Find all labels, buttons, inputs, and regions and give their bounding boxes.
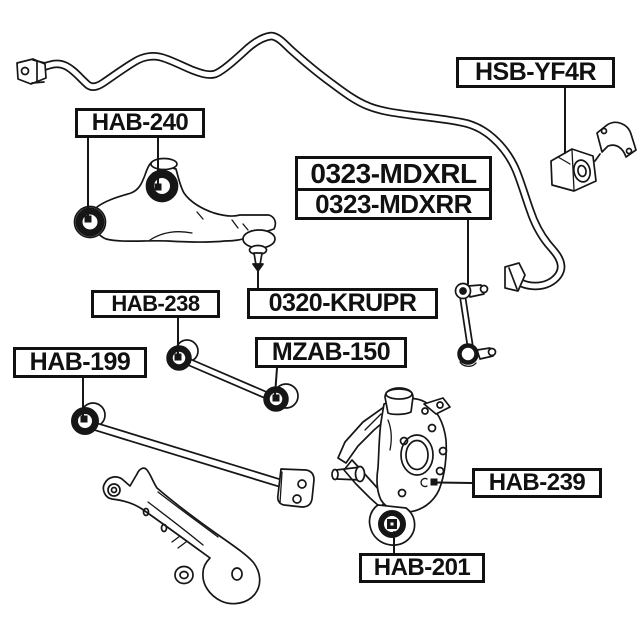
stabilizer-link: [454, 282, 497, 367]
rear-knuckle: [331, 387, 451, 546]
part-label-hab-240: HAB-240: [75, 108, 205, 138]
trailing-arm: [102, 467, 261, 605]
leader-lines: [80, 87, 566, 554]
part-label-hab-238: HAB-238: [91, 290, 220, 318]
part-label-0320-krupr: 0320-KRUPR: [247, 288, 438, 319]
part-label-hab-201: HAB-201: [359, 553, 485, 583]
part-label-hsb-yf4r: HSB-YF4R: [456, 57, 615, 88]
upper-control-arm: [73, 157, 277, 272]
part-label-hab-199: HAB-199: [13, 347, 147, 378]
stabilizer-bracket: [594, 121, 637, 162]
ball-joint: [242, 229, 276, 272]
part-label-0323-mdxrl: 0323-MDXRL: [295, 156, 492, 191]
part-label-0323-mdxrr: 0323-MDXRR: [295, 188, 492, 220]
stabilizer-bar: [16, 31, 566, 292]
part-label-mzab-150: MZAB-150: [255, 337, 407, 368]
stabilizer-bushing: [550, 148, 597, 192]
part-label-hab-239: HAB-239: [472, 468, 602, 498]
